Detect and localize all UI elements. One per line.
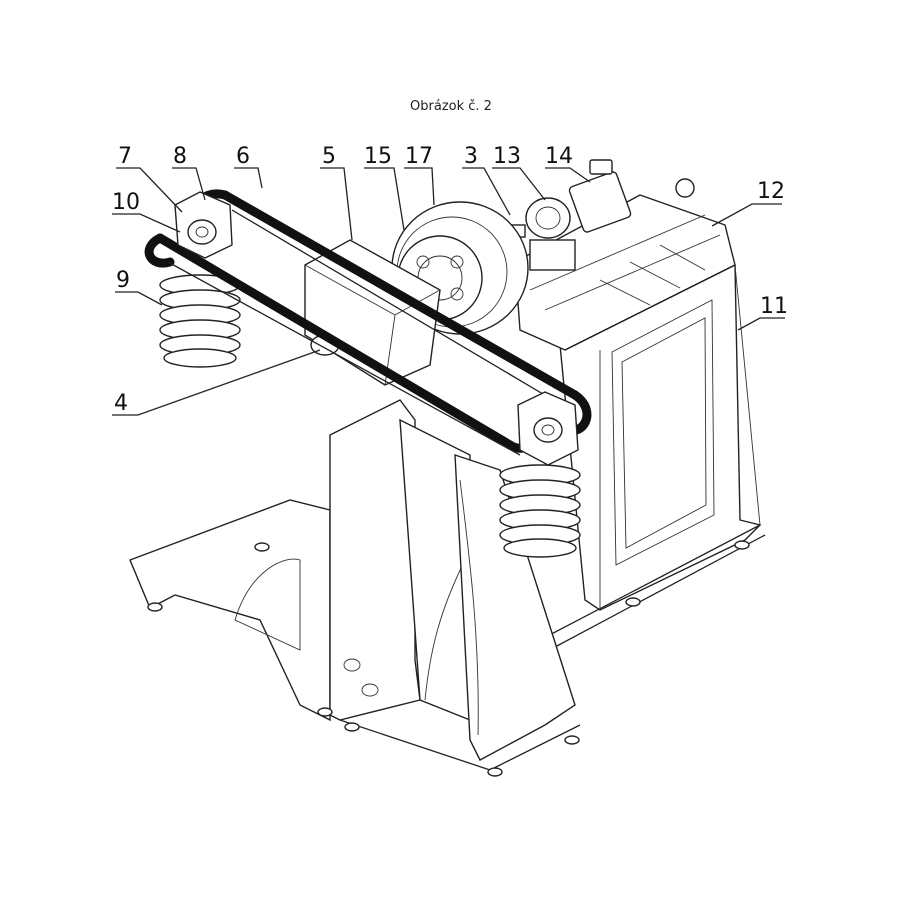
callout-7: 7 (118, 144, 132, 169)
callout-5: 5 (322, 144, 336, 169)
callout-12: 12 (757, 179, 785, 204)
leader-lines (112, 167, 785, 416)
callout-3: 3 (464, 144, 478, 169)
callout-15: 15 (364, 144, 392, 169)
bracket-left (174, 191, 233, 259)
belts (144, 189, 592, 456)
callout-4: 4 (114, 391, 128, 416)
figure-title: Obrázok č. 2 (410, 99, 492, 114)
callout-10: 10 (112, 190, 140, 215)
left-base-frame (129, 399, 581, 777)
callout-13: 13 (493, 144, 521, 169)
right-frame (539, 254, 766, 656)
callout-9: 9 (116, 268, 130, 293)
callout-8: 8 (173, 144, 187, 169)
callout-17: 17 (405, 144, 433, 169)
callout-6: 6 (236, 144, 250, 169)
spring-right (499, 464, 581, 558)
callout-labels: 7 8 6 5 15 17 3 13 14 12 10 9 11 4 (112, 144, 788, 416)
bracket-right (517, 391, 579, 466)
spring-left (159, 274, 241, 368)
callout-11: 11 (760, 294, 788, 319)
top-deck (514, 194, 736, 351)
callout-14: 14 (545, 144, 573, 169)
